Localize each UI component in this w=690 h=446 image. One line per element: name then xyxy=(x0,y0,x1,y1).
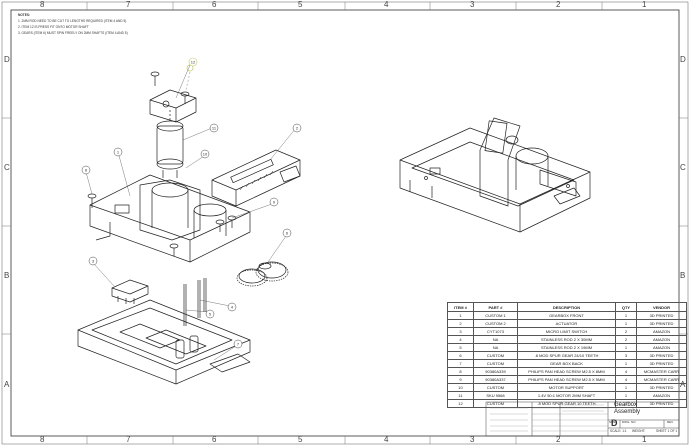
svg-text:7: 7 xyxy=(237,342,240,347)
callout-2: 2 xyxy=(292,123,302,133)
assembled-view xyxy=(399,117,591,233)
callout-10: 10 xyxy=(200,149,210,159)
notes-title: NOTES: xyxy=(18,13,31,17)
zone-label-bottom-6: 6 xyxy=(212,435,217,444)
callout-7: 7 xyxy=(233,339,243,349)
zone-label-top-1: 1 xyxy=(642,0,647,9)
zone-label-left-D: D xyxy=(4,55,10,64)
zone-label-top-5: 5 xyxy=(298,0,303,9)
exploded-part-1 xyxy=(89,174,251,263)
zone-label-left-A: A xyxy=(4,380,10,389)
title-block-sheet: SHEET 1 OF 1 xyxy=(656,429,678,433)
exploded-part-2 xyxy=(211,149,301,207)
zone-label-left-C: C xyxy=(4,163,10,172)
zone-label-top-7: 7 xyxy=(126,0,131,9)
callout-4: 4 xyxy=(227,302,237,312)
zone-label-top-2: 2 xyxy=(556,0,561,9)
zone-label-right-D: D xyxy=(680,55,686,64)
zone-label-top-4: 4 xyxy=(384,0,389,9)
title-block-title-line2: Assembly xyxy=(614,409,641,415)
title-block-scale: SCALE: 1:1 xyxy=(610,429,627,433)
svg-text:3: 3 xyxy=(92,259,95,264)
exploded-part-7 xyxy=(77,299,251,385)
zone-label-bottom-2: 2 xyxy=(556,435,561,444)
callout-9: 9 xyxy=(269,197,279,207)
title-block-size-label: SIZE xyxy=(609,420,616,424)
svg-text:2: 2 xyxy=(296,126,299,131)
note-item: 1. 2MM ROD NEED TO BE CUT TO LENGTHS REQ… xyxy=(18,19,127,23)
exploded-screws-top xyxy=(150,71,190,104)
svg-text:12: 12 xyxy=(191,60,196,65)
callouts: 12 11 1 2 3 4 5 6 7 8 9 10 xyxy=(81,57,302,349)
zone-label-bottom-7: 7 xyxy=(126,435,131,444)
zone-label-bottom-4: 4 xyxy=(384,435,389,444)
title-block-size: D xyxy=(611,418,618,428)
callout-6: 6 xyxy=(282,228,292,238)
svg-text:8: 8 xyxy=(85,168,88,173)
svg-text:4: 4 xyxy=(231,305,234,310)
svg-text:11: 11 xyxy=(212,126,217,131)
zone-label-right-C: C xyxy=(680,163,686,172)
note-item: 3. GEARS (ITEM 6) MUST SPIN FREELY ON 2M… xyxy=(18,31,128,35)
zone-label-bottom-3: 3 xyxy=(470,435,475,444)
exploded-part-10 xyxy=(149,89,197,123)
callout-1: 1 xyxy=(113,147,123,157)
title-block-rev-label: REV xyxy=(667,420,674,424)
svg-text:6: 6 xyxy=(286,231,289,236)
zone-label-left-B: B xyxy=(4,271,10,280)
callout-12: 12 xyxy=(188,57,198,67)
svg-text:1: 1 xyxy=(117,150,120,155)
exploded-part-6 xyxy=(236,261,289,287)
title-block-weight: WEIGHT: xyxy=(632,429,646,433)
callout-8: 8 xyxy=(81,165,91,175)
bom-cell: 3D PRINTED xyxy=(636,399,687,408)
callout-3: 3 xyxy=(88,256,98,266)
drawing-notes: NOTES: 1. 2MM ROD NEED TO BE CUT TO LENG… xyxy=(18,12,128,36)
svg-text:10: 10 xyxy=(203,152,208,157)
zone-label-bottom-1: 1 xyxy=(642,435,647,444)
callout-11: 11 xyxy=(209,123,219,133)
exploded-view xyxy=(77,64,301,385)
exploded-rods xyxy=(183,278,207,326)
zone-label-bottom-8: 8 xyxy=(40,435,45,444)
callout-5: 5 xyxy=(205,309,215,319)
zone-label-top-3: 3 xyxy=(470,0,475,9)
zone-label-right-B: B xyxy=(680,271,686,280)
svg-text:5: 5 xyxy=(209,312,212,317)
exploded-part-11 xyxy=(156,110,184,178)
svg-text:9: 9 xyxy=(273,200,276,205)
callout-leaders xyxy=(85,64,297,361)
exploded-part-3 xyxy=(111,279,149,304)
note-item: 2. ITEM 12 IS PRESS FIT ONTO MOTOR SHAFT xyxy=(18,25,89,29)
title-block-dwg-label: DWG. NO. xyxy=(622,420,637,424)
title-block-title-line1: Gearbox xyxy=(614,402,638,408)
zone-label-top-8: 8 xyxy=(40,0,45,9)
zone-label-bottom-5: 5 xyxy=(298,435,303,444)
zone-label-top-6: 6 xyxy=(212,0,217,9)
